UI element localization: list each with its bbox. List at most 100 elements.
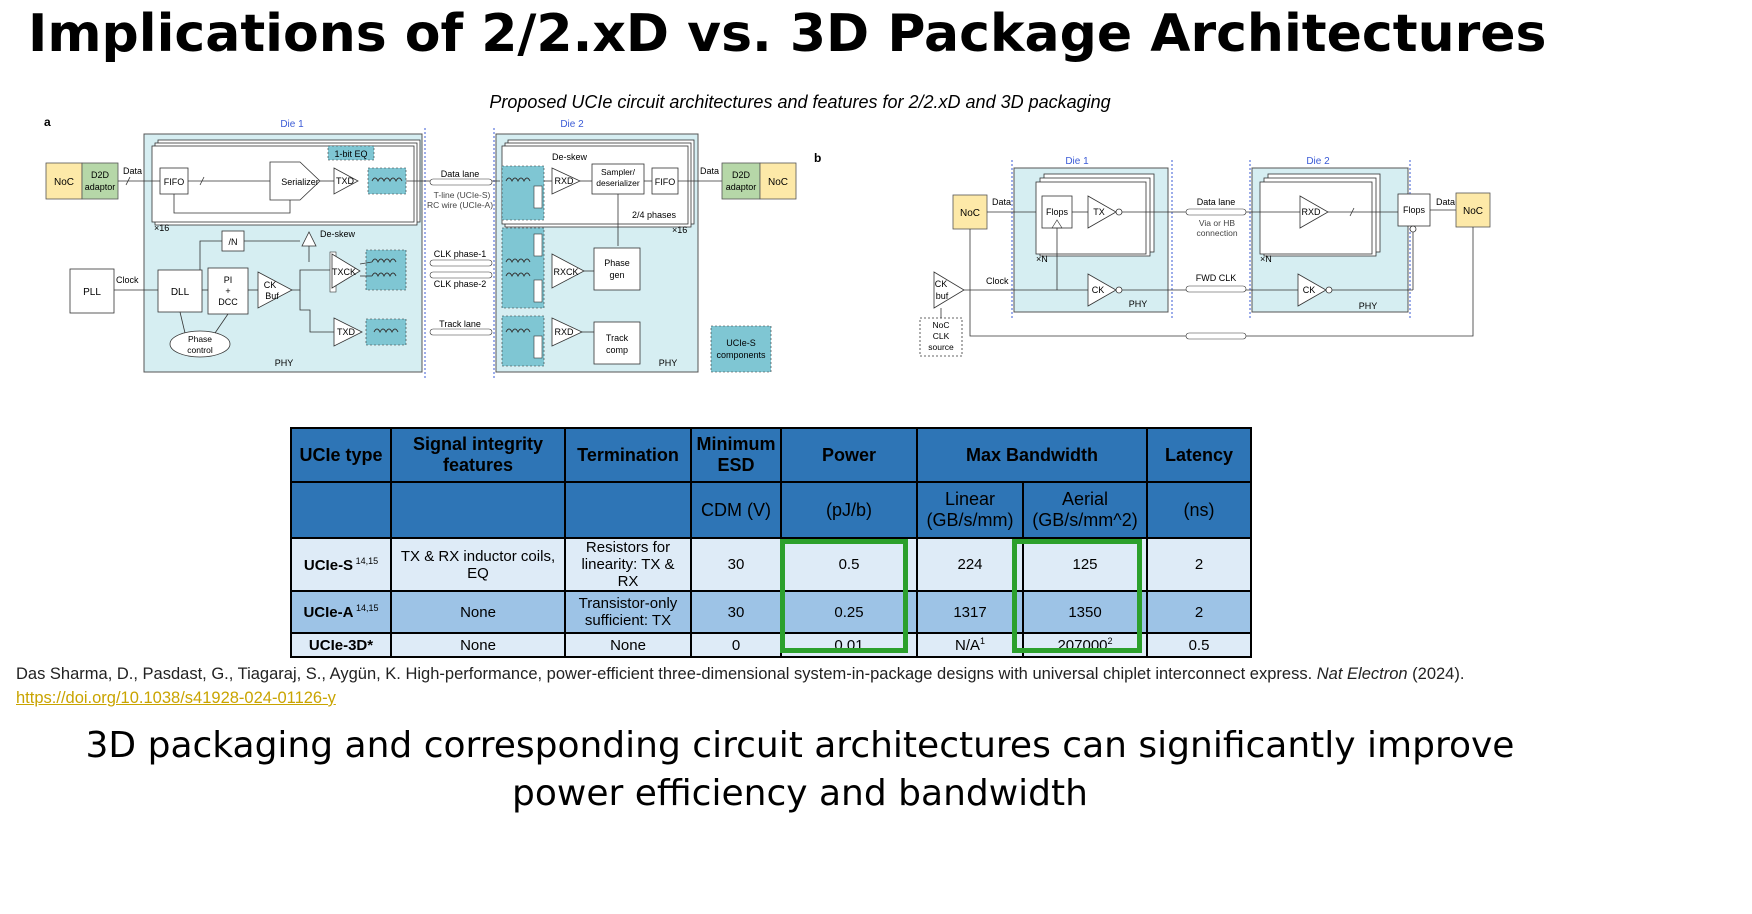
phy-label-b1: PHY — [1129, 299, 1148, 309]
phy-label-a2: PHY — [659, 358, 678, 368]
phy-label-a1: PHY — [275, 358, 294, 368]
xn-label-b2: ×N — [1260, 254, 1272, 264]
txd-block-a2 — [333, 317, 363, 347]
flops-block-b2 — [1397, 193, 1431, 227]
row-type-sup: 14,15 — [353, 555, 379, 566]
unit-ucie-type — [290, 481, 392, 539]
data-lane-label-a: Data lane — [441, 169, 480, 179]
unit-esd: CDM (V) — [690, 481, 782, 539]
circuit-diagrams: a Die 1 Die 2 ×16 NoC D2D adaptor Data F… — [44, 115, 1491, 378]
row-si: TX & RX inductor coils, EQ — [390, 537, 566, 592]
header-signal-integrity: Signal integrity features — [390, 427, 566, 483]
noc-block-b-left — [952, 194, 988, 230]
die1-label: Die 1 — [280, 119, 304, 130]
row-aerial: 1350 — [1022, 590, 1148, 634]
eq-block — [327, 145, 375, 161]
noc-block-b-right — [1455, 192, 1491, 228]
unit-termination — [564, 481, 692, 539]
fifo-label-a1: FIFO — [164, 177, 185, 187]
row-linear-sup: 1 — [980, 636, 986, 646]
rxd-label-a1: RXD — [554, 176, 574, 186]
row-term: None — [564, 632, 692, 658]
clk2-label: CLK phase-2 — [434, 279, 487, 289]
ucie-comparison-table: UCIe type Signal integrity features Term… — [290, 427, 1252, 658]
rxd-label-a2: RXD — [554, 327, 574, 337]
rxck-block — [551, 253, 585, 289]
data-label-b-left: Data — [992, 197, 1011, 207]
rcwire-label: RC wire (UCIe-A) — [427, 200, 493, 210]
rxd-label-b: RXD — [1301, 207, 1321, 217]
ck-buf-block — [257, 271, 293, 309]
conclusion-line-2: power efficiency and bandwidth — [512, 773, 1088, 814]
sampler-label-2: deserializer — [596, 178, 640, 188]
row-esd: 30 — [690, 590, 782, 634]
reference-year: (2024). — [1407, 665, 1465, 683]
tx-block-b — [1087, 195, 1117, 229]
track-comp-label-2: comp — [606, 345, 628, 355]
txck-block — [331, 253, 361, 289]
d2d-label-a-left-1: D2D — [91, 170, 110, 180]
d2d-block-a-left — [81, 162, 119, 200]
row-si: None — [390, 590, 566, 634]
reference-text: Das Sharma, D., Pasdast, G., Tiagaraj, S… — [16, 665, 1313, 683]
txd-label-a2: TXD — [337, 327, 356, 337]
d2d-label-a-right-2: adaptor — [726, 182, 757, 192]
die2-label-b: Die 2 — [1306, 156, 1330, 167]
track-comp-block — [593, 321, 641, 365]
flops-block-b1 — [1041, 195, 1073, 229]
txd-label-a1: TXD — [336, 176, 355, 186]
row-power: 0.25 — [780, 590, 918, 634]
ck-block-b2 — [1297, 273, 1327, 307]
row-type: UCIe-3D* — [290, 632, 392, 658]
phase-control-label-1: Phase — [188, 334, 212, 344]
header-max-bandwidth: Max Bandwidth — [916, 427, 1148, 483]
noc-label-a-right: NoC — [768, 177, 788, 188]
track-lane-label: Track lane — [439, 319, 481, 329]
d2d-label-a-left-2: adaptor — [85, 182, 116, 192]
track-comp-label-1: Track — [606, 333, 629, 343]
x16-label-a1: ×16 — [154, 223, 169, 233]
sampler-label-1: Sampler/ — [601, 167, 636, 177]
table-row: UCIe-S 14,15 TX & RX inductor coils, EQ … — [290, 537, 1252, 592]
data-label-b-right: Data — [1436, 197, 1455, 207]
dll-block — [157, 269, 203, 313]
reference-journal: Nat Electron — [1316, 665, 1408, 683]
serializer-block — [269, 161, 321, 201]
deskew-label-a2: De-skew — [552, 152, 588, 162]
row-linear: N/A1 — [916, 632, 1024, 658]
header-power: Power — [780, 427, 918, 483]
divn-label: /N — [229, 237, 238, 247]
row-type-text: UCIe-A — [303, 604, 354, 621]
xn-label-b1: ×N — [1036, 254, 1048, 264]
noc-label-a-left: NoC — [54, 177, 74, 188]
clock-label-a: Clock — [116, 275, 139, 285]
row-term: Transistor-only sufficient: TX — [564, 590, 692, 634]
doi-link[interactable]: https://doi.org/10.1038/s41928-024-01126… — [16, 689, 336, 707]
unit-signal-integrity — [390, 481, 566, 539]
pll-label: PLL — [83, 287, 101, 298]
header-ucie-type: UCIe type — [290, 427, 392, 483]
ck-label-b1: CK — [1092, 285, 1105, 295]
row-linear: 224 — [916, 537, 1024, 592]
conclusion-line-1: 3D packaging and corresponding circuit a… — [85, 725, 1515, 766]
row-type: UCIe-S 14,15 — [290, 537, 392, 592]
txck-label: TXCK — [332, 267, 356, 277]
eq-label: 1-bit EQ — [334, 149, 367, 159]
legend-label-1: UCIe-S — [726, 338, 756, 348]
clk1-label: CLK phase-1 — [434, 249, 487, 259]
table-row: UCIe-3D* None None 0 0.01 N/A1 2070002 0… — [290, 632, 1252, 658]
noc-clk-source-block — [919, 317, 963, 357]
row-linear-text: N/A — [954, 637, 980, 654]
phases-label: 2/4 phases — [632, 210, 677, 220]
phy-label-b2: PHY — [1359, 301, 1378, 311]
row-power: 0.01 — [780, 632, 918, 658]
noc-clk-label-2: CLK — [933, 331, 950, 341]
unit-power: (pJ/b) — [780, 481, 918, 539]
rxd-block-a2 — [551, 317, 583, 347]
header-latency: Latency — [1146, 427, 1252, 483]
phase-gen-label-1: Phase — [604, 258, 630, 268]
phase-gen-label-2: gen — [609, 270, 624, 280]
unit-linear: Linear (GB/s/mm) — [916, 481, 1024, 539]
ucie-s-legend — [710, 325, 772, 373]
conclusion-text: 3D packaging and corresponding circuit a… — [0, 722, 1600, 818]
